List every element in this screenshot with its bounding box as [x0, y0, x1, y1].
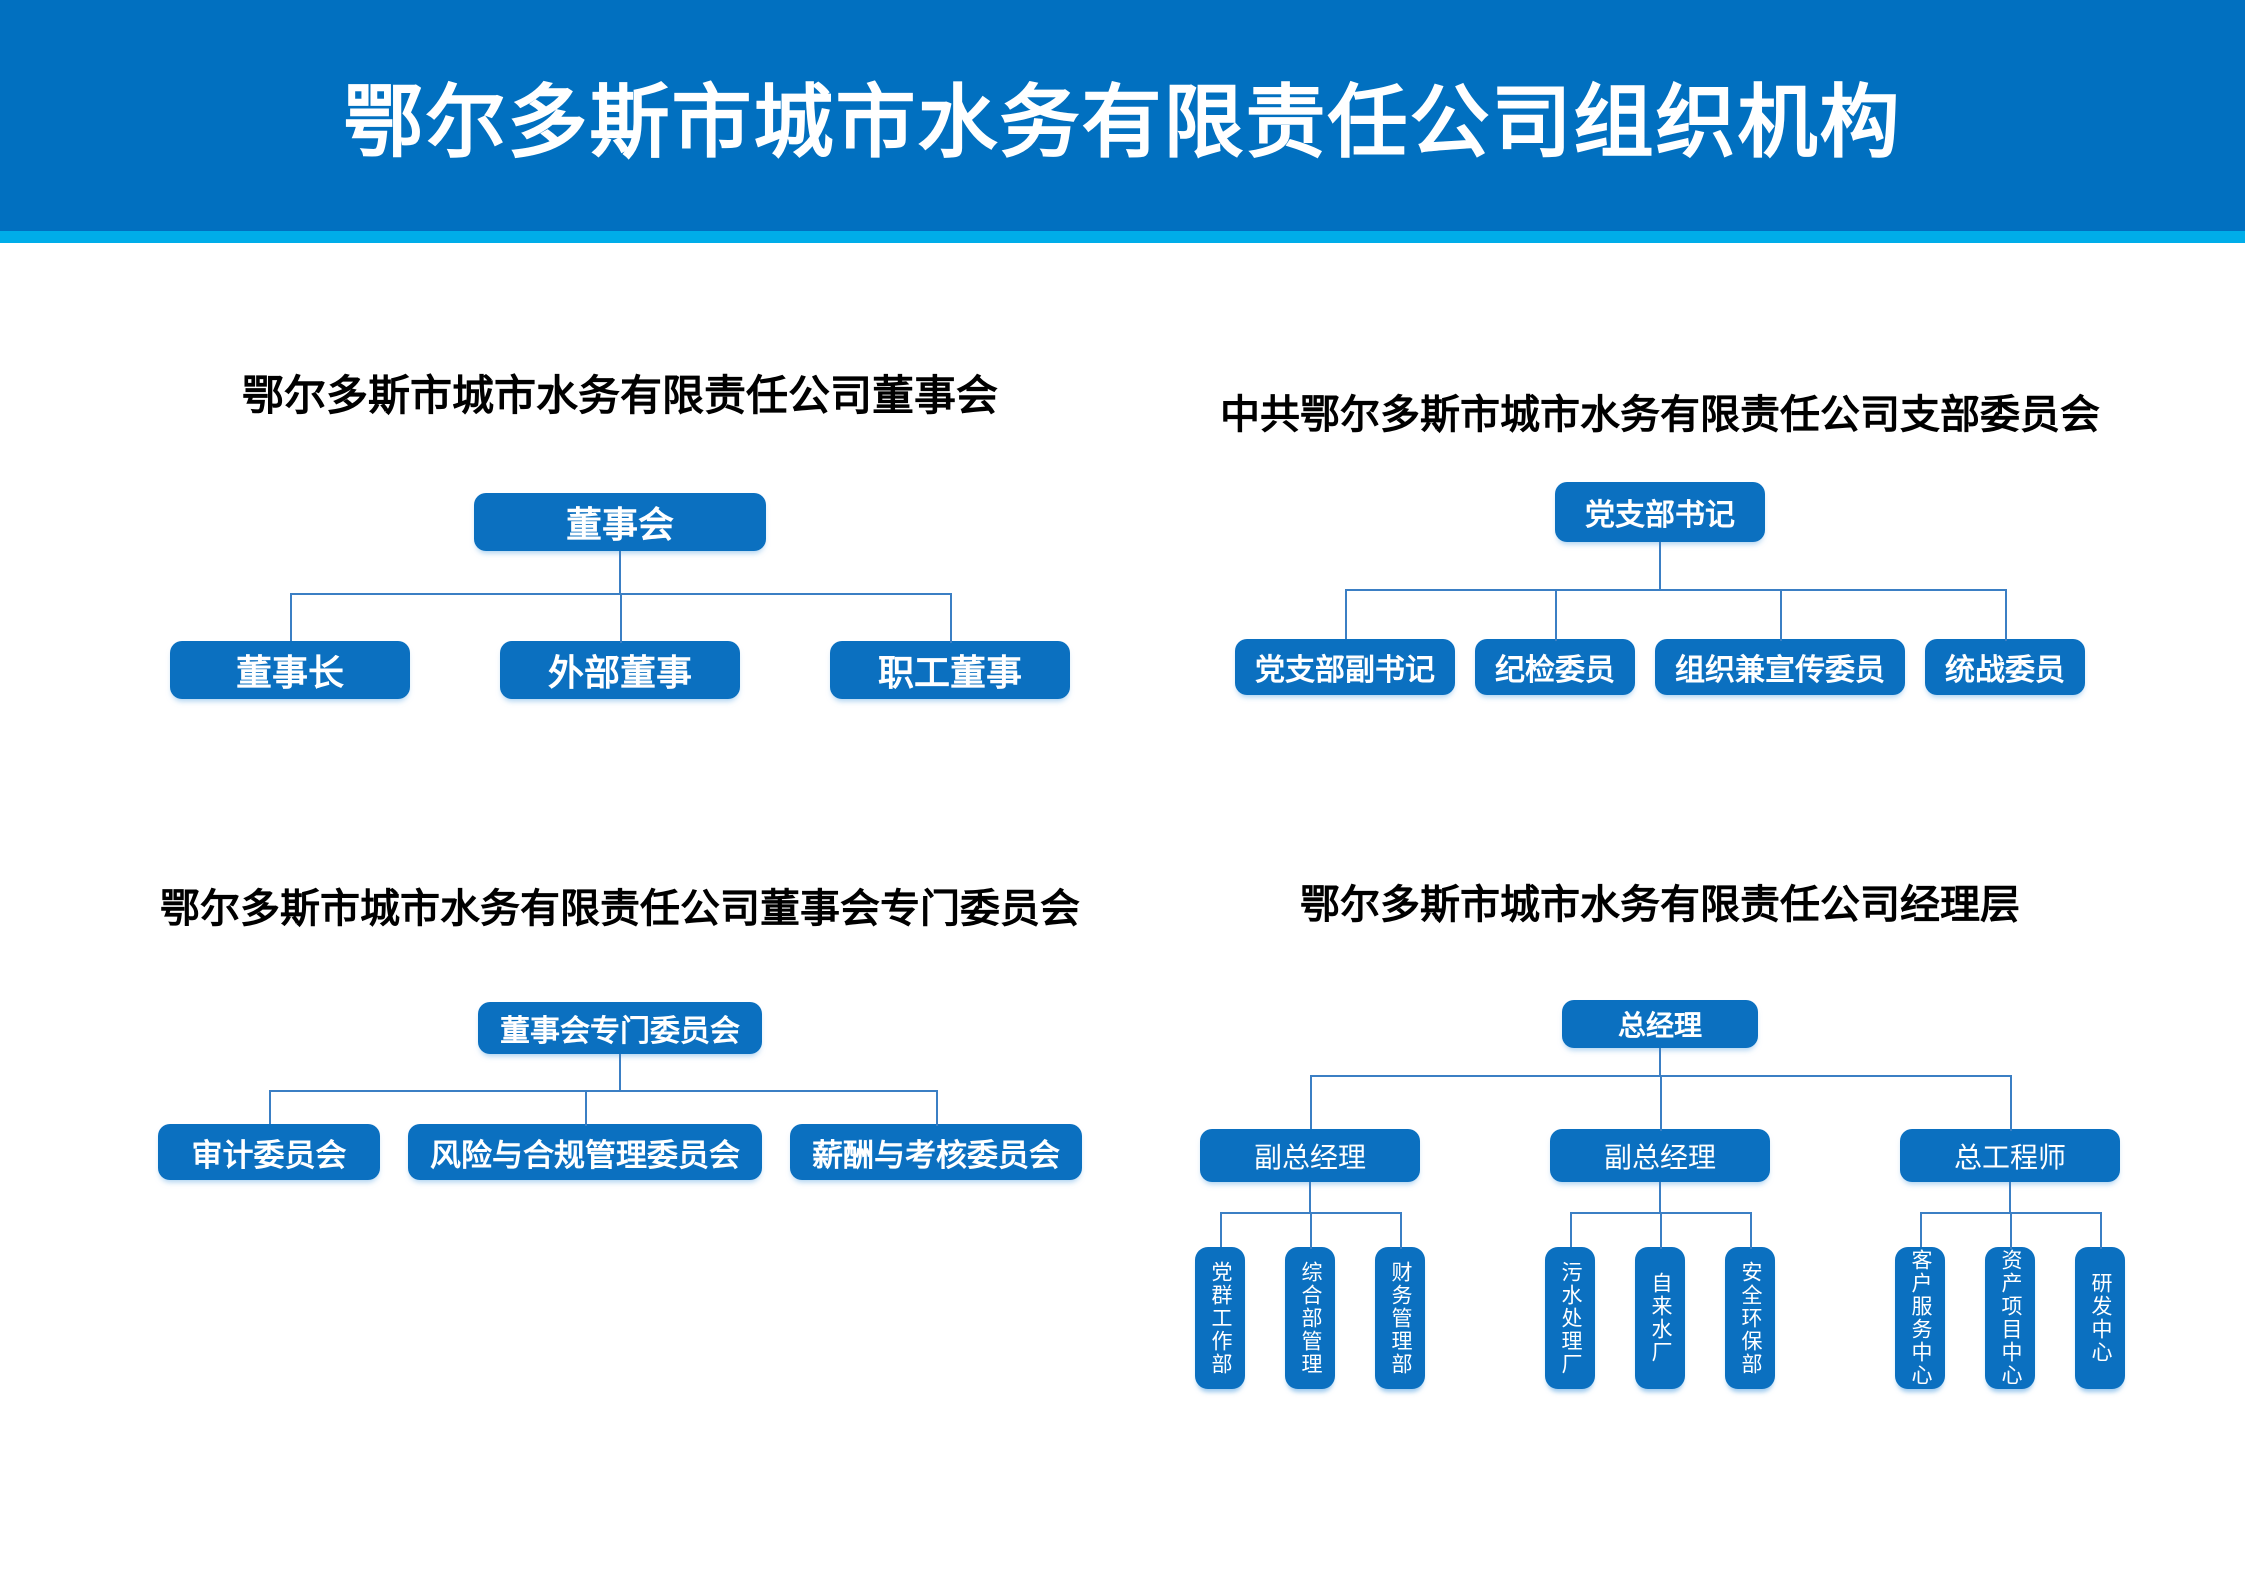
node-safety-environment-dept: 安全环保部: [1725, 1247, 1775, 1389]
node-party-mass-work-dept: 党群工作部: [1195, 1247, 1245, 1389]
connector-branch: 安全环保部: [1705, 1212, 1795, 1389]
node-special-committees: 董事会专门委员会: [478, 1002, 762, 1054]
connector-branch: 外部董事: [455, 593, 785, 699]
connector-drop: [619, 1054, 621, 1090]
node-general-manager: 总经理: [1562, 1000, 1758, 1048]
chart-title-party-branch: 中共鄂尔多斯市城市水务有限责任公司支部委员会: [1220, 392, 2100, 437]
node-general-management-dept: 综合部管理: [1285, 1247, 1335, 1389]
children-row: 副总经理 党群工作部 综合部管理 财务管理部: [1135, 1075, 2185, 1389]
node-deputy-gm-2: 副总经理: [1550, 1129, 1770, 1182]
connector-drop: [2009, 1182, 2011, 1212]
connector-branch: 自来水厂: [1615, 1212, 1705, 1389]
connector-branch: 职工董事: [785, 593, 1115, 699]
node-rd-center: 研发中心: [2075, 1247, 2125, 1389]
title-banner: 鄂尔多斯市城市水务有限责任公司组织机构: [0, 0, 2245, 231]
connector-branch: 党群工作部: [1175, 1212, 1265, 1389]
connector-drop: [1659, 1048, 1661, 1075]
node-deputy-branch-secretary: 党支部副书记: [1235, 639, 1455, 695]
org-chart-board: 鄂尔多斯市城市水务有限责任公司董事会 董事会 董事长 外部董事 职工董事: [60, 362, 1180, 699]
connector-branch: 财务管理部: [1355, 1212, 1445, 1389]
org-chart-management: 鄂尔多斯市城市水务有限责任公司经理层 总经理 副总经理 党群工作部 综合部管理: [1175, 872, 2145, 1389]
connector-branch: 党支部副书记: [1225, 589, 1465, 695]
connector-branch: 组织兼宣传委员: [1645, 589, 1915, 695]
connector-drop: [1659, 1182, 1661, 1212]
node-customer-service-center: 客户服务中心: [1895, 1247, 1945, 1389]
node-organization-propaganda-member: 组织兼宣传委员: [1655, 639, 1905, 695]
org-tree: 总经理 副总经理 党群工作部 综合部管理 财务管理部: [1135, 1000, 2185, 1389]
chart-title-special-committees: 鄂尔多斯市城市水务有限责任公司董事会专门委员会: [160, 886, 1080, 931]
connector-drop: [619, 551, 621, 593]
node-finance-management-dept: 财务管理部: [1375, 1247, 1425, 1389]
connector-drop: [1659, 542, 1661, 589]
connector-branch: 纪检委员: [1465, 589, 1645, 695]
org-chart-party-branch: 中共鄂尔多斯市城市水务有限责任公司支部委员会 党支部书记 党支部副书记 纪检委员…: [1175, 382, 2145, 695]
node-waterworks-plant: 自来水厂: [1635, 1247, 1685, 1389]
node-asset-project-center: 资产项目中心: [1985, 1247, 2035, 1389]
node-deputy-gm-1: 副总经理: [1200, 1129, 1420, 1182]
connector-branch: 总工程师 客户服务中心 资产项目中心 研发中心: [1835, 1075, 2185, 1389]
banner-accent-strip: [0, 231, 2245, 243]
children-row: 党群工作部 综合部管理 财务管理部: [1175, 1212, 1445, 1389]
connector-branch: 董事长: [125, 593, 455, 699]
node-discipline-member: 纪检委员: [1475, 639, 1635, 695]
connector-branch: 资产项目中心: [1965, 1212, 2055, 1389]
connector-branch: 副总经理 党群工作部 综合部管理 财务管理部: [1135, 1075, 1485, 1389]
node-risk-compliance-committee: 风险与合规管理委员会: [408, 1124, 762, 1180]
children-row: 党支部副书记 纪检委员 组织兼宣传委员 统战委员: [1225, 589, 2095, 695]
children-row: 董事长 外部董事 职工董事: [125, 593, 1115, 699]
connector-branch: 审计委员会: [144, 1090, 394, 1180]
connector-branch: 薪酬与考核委员会: [776, 1090, 1096, 1180]
org-tree: 董事会专门委员会 审计委员会 风险与合规管理委员会 薪酬与考核委员会: [144, 1002, 1096, 1180]
node-employee-director: 职工董事: [830, 641, 1070, 699]
connector-drop: [1309, 1182, 1311, 1212]
node-sewage-treatment-plant: 污水处理厂: [1545, 1247, 1595, 1389]
connector-branch: 研发中心: [2055, 1212, 2145, 1389]
connector-branch: 风险与合规管理委员会: [394, 1090, 776, 1180]
node-chairman: 董事长: [170, 641, 410, 699]
node-chief-engineer: 总工程师: [1900, 1129, 2120, 1182]
connector-branch: 统战委员: [1915, 589, 2095, 695]
connector-branch: 客户服务中心: [1875, 1212, 1965, 1389]
connector-branch: 污水处理厂: [1525, 1212, 1615, 1389]
node-external-director: 外部董事: [500, 641, 740, 699]
node-compensation-assessment-committee: 薪酬与考核委员会: [790, 1124, 1082, 1180]
connector-branch: 综合部管理: [1265, 1212, 1355, 1389]
node-board: 董事会: [474, 493, 766, 551]
children-row: 污水处理厂 自来水厂 安全环保部: [1525, 1212, 1795, 1389]
children-row: 客户服务中心 资产项目中心 研发中心: [1875, 1212, 2145, 1389]
children-row: 审计委员会 风险与合规管理委员会 薪酬与考核委员会: [144, 1090, 1096, 1180]
org-chart-special-committees: 鄂尔多斯市城市水务有限责任公司董事会专门委员会 董事会专门委员会 审计委员会 风…: [60, 876, 1180, 1180]
node-united-front-member: 统战委员: [1925, 639, 2085, 695]
chart-title-board: 鄂尔多斯市城市水务有限责任公司董事会: [241, 374, 998, 420]
node-audit-committee: 审计委员会: [158, 1124, 380, 1180]
org-tree: 党支部书记 党支部副书记 纪检委员 组织兼宣传委员 统战委员: [1225, 482, 2095, 695]
page-title: 鄂尔多斯市城市水务有限责任公司组织机构: [343, 77, 1902, 167]
node-branch-secretary: 党支部书记: [1555, 482, 1765, 542]
connector-branch: 副总经理 污水处理厂 自来水厂 安全环保部: [1485, 1075, 1835, 1389]
org-tree: 董事会 董事长 外部董事 职工董事: [125, 493, 1115, 699]
chart-title-management: 鄂尔多斯市城市水务有限责任公司经理层: [1300, 882, 2020, 927]
